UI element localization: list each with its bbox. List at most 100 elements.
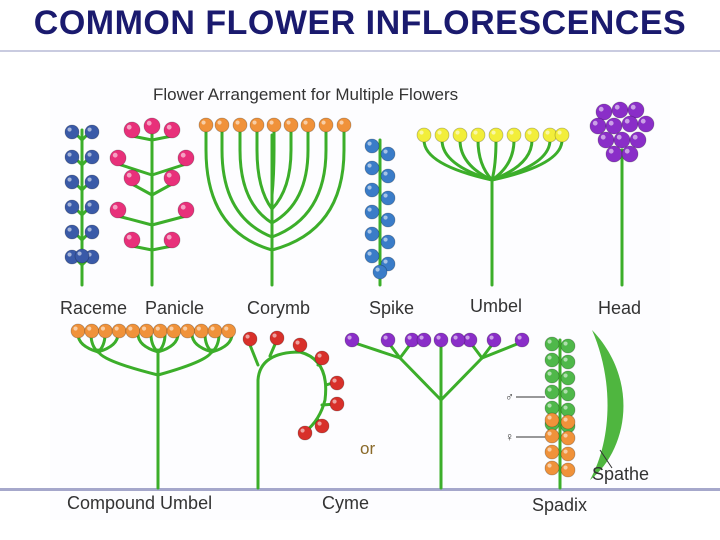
corymb-flower [266,117,282,133]
corymb-flower [232,117,248,133]
flower-highlight [491,130,496,135]
flower-highlight [367,163,372,168]
corymb-pedicel [238,128,274,225]
flower-highlight [563,417,568,422]
raceme-flower [84,149,100,165]
flower-highlight [317,353,322,358]
flower-highlight [77,251,82,256]
flower-highlight [465,335,470,340]
cyme-flower [269,330,285,346]
flower-highlight [545,130,550,135]
umbel-flower [524,127,540,143]
flower-highlight [87,152,92,157]
cyme-pedicel [248,343,260,367]
spadix-female-flower [544,444,560,460]
panicle-branch [130,182,154,197]
flower-highlight [383,259,388,264]
spadix-male-flower [560,370,576,386]
flower-highlight [166,172,172,178]
corymb-flower [283,117,299,133]
flower-highlight [235,120,240,125]
cyme-flower [314,418,330,434]
umbel-flower [506,127,522,143]
flower-highlight [547,463,552,468]
flower-highlight [67,227,72,232]
head-flower [629,131,647,149]
flower-highlight [367,207,372,212]
panicle-branch [150,214,188,227]
head-flower [621,115,639,133]
panicle-branch [116,214,154,227]
compound-umbel-flower [139,323,154,339]
cyme2-flower [450,332,466,348]
flower-highlight [624,118,630,124]
flower-highlight [383,215,388,220]
head-flower [595,103,613,121]
head-flower [597,131,615,149]
corymb-flower [336,117,352,133]
flower-highlight [245,334,250,339]
corymb-flower [318,117,334,133]
label-spadix: Spadix [532,495,587,515]
slide-title: COMMON FLOWER INFLORESCENCES [33,4,687,42]
panicle-flower [163,169,181,187]
flower-highlight [114,326,119,331]
flower-highlight [332,378,337,383]
head-flower [605,117,623,135]
flower-highlight [224,326,229,331]
spadix-female-flower [560,414,576,430]
flower-highlight [210,326,215,331]
head-flower [613,131,631,149]
umbel-flower [452,127,468,143]
compound-umbel-flower [180,323,196,339]
flower-highlight [300,428,305,433]
head-flower [621,145,639,163]
flower-highlight [146,120,152,126]
spike-flower [380,212,396,228]
flower-highlight [383,149,388,154]
spadix-male-flower [544,352,560,368]
flower-highlight [557,130,562,135]
panicle-flower [109,149,127,167]
flower-highlight [87,202,92,207]
flower-highlight [67,152,72,157]
flower-highlight [608,148,614,154]
flower-highlight [169,326,174,331]
flower-highlight [166,124,172,130]
flower-highlight [141,326,147,331]
flower-highlight [547,339,552,344]
label-or: or [360,439,375,458]
spadix-female-flower [560,446,576,462]
flower-highlight [347,335,352,340]
raceme-flower [74,248,90,264]
flower-highlight [128,326,133,331]
flower-highlight [527,130,532,135]
raceme-flower [64,124,80,140]
spike-flower [364,204,380,220]
flower-highlight [180,204,186,210]
flower-highlight [547,387,552,392]
corymb-pedicel [220,128,274,239]
spike-flower [364,248,380,264]
corymb-pedicel [270,128,328,239]
umbel-pedicel [440,138,494,182]
umbel-flower [470,127,486,143]
cyme2-flower [486,332,502,348]
flower-highlight [217,120,222,125]
flower-highlight [126,234,132,240]
umbel-flower [488,127,504,143]
label-corymb: Corymb [247,298,310,318]
flower-highlight [367,141,372,146]
flower-highlight [87,177,92,182]
flower-highlight [317,421,322,426]
panicle-branch [116,162,154,177]
flower-highlight [509,130,514,135]
flower-highlight [367,185,372,190]
spadix-female-flower [544,428,560,444]
flower-highlight [87,127,92,132]
spike-flower [380,168,396,184]
cyme2-pedicel [350,340,402,360]
flower-highlight [126,124,132,130]
flower-highlight [598,106,604,112]
raceme-flower [84,174,100,190]
